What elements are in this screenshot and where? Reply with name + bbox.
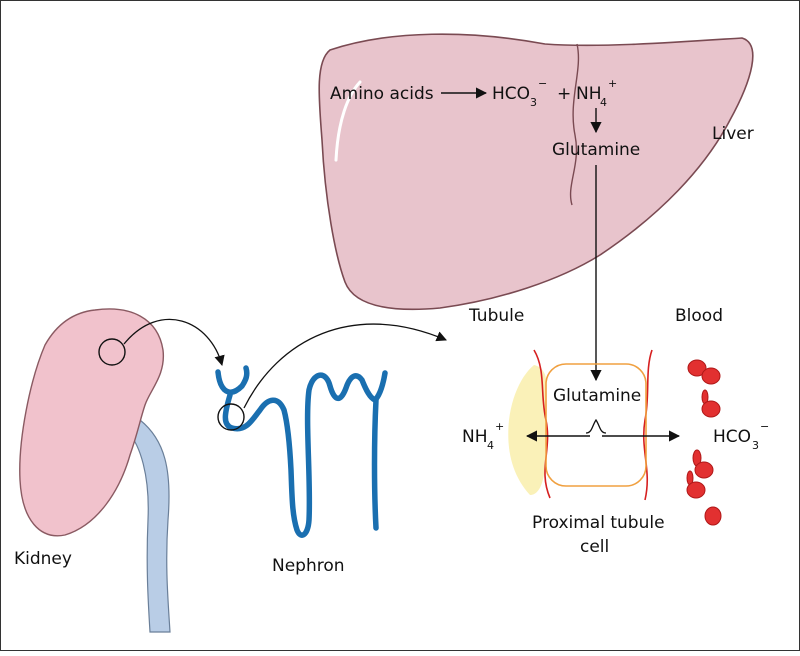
proximal-tubule-label-line1: Proximal tubule (532, 513, 665, 533)
proximal-tubule-label-line2: cell (580, 537, 609, 557)
tubule-nh4-base: NH (462, 427, 488, 447)
liver-nh4-subscript: 4 (600, 96, 607, 109)
tubule-nh4-superscript: + (495, 420, 504, 433)
liver-nh4-superscript: + (608, 77, 617, 90)
red-blood-cell (686, 481, 706, 499)
cell-right-membrane (642, 349, 653, 501)
tubule-nh4-subscript: 4 (487, 439, 494, 452)
nephron-to-cell-arrow (243, 323, 447, 409)
nephron-zoom-circle (217, 403, 245, 431)
blood-hco3-subscript: 3 (752, 439, 759, 452)
blood-hco3-base: HCO (713, 427, 751, 447)
cell-split-bracket (585, 418, 607, 434)
tubule-label: Tubule (468, 306, 524, 326)
amino-acids-label: Amino acids (330, 84, 434, 104)
blood-hco3-superscript: − (760, 420, 769, 433)
liver-glutamine-label: Glutamine (552, 140, 640, 160)
red-blood-cells (686, 359, 722, 526)
kidney-to-nephron-arrow (123, 318, 225, 367)
liver-hco3-subscript: 3 (530, 96, 537, 109)
cell-glutamine-label: Glutamine (553, 386, 641, 406)
red-blood-cell (687, 359, 707, 377)
nephron (215, 365, 388, 538)
liver-hco3-base: HCO (492, 84, 530, 104)
liver-nh4-base: NH (576, 84, 602, 104)
liver-label: Liver (712, 124, 754, 144)
plus-sign: + (557, 84, 571, 104)
tubule-lumen (508, 365, 546, 495)
liver-lobe-line (569, 43, 580, 206)
red-blood-cell (694, 461, 714, 479)
kidney-zoom-circle (98, 338, 126, 366)
nephron-label: Nephron (272, 556, 345, 576)
proximal-tubule-cell (545, 363, 647, 487)
red-blood-cell (701, 367, 721, 385)
ureter (127, 419, 171, 633)
liver-shape (318, 33, 754, 311)
kidney-label: Kidney (14, 549, 72, 569)
liver-highlight (334, 80, 362, 162)
red-blood-cell (701, 400, 721, 418)
kidney-shape (19, 308, 164, 537)
blood-label: Blood (675, 306, 723, 326)
liver-hco3-superscript: − (538, 77, 547, 90)
red-blood-cell (704, 506, 722, 526)
